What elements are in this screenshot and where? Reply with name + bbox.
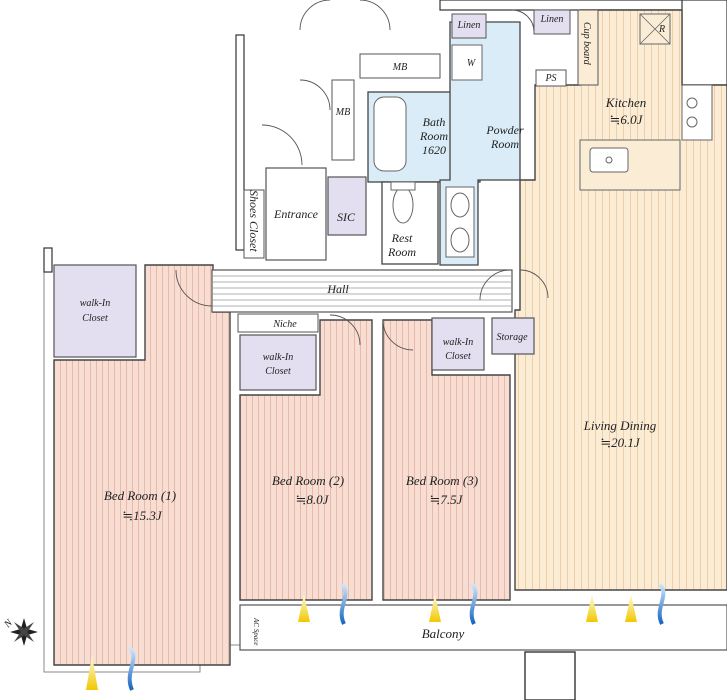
sic-label: SIC (337, 210, 356, 224)
walkin-closet-3-line1: walk-In (443, 337, 474, 348)
bed-room-3-size: ≒7.5J (430, 492, 464, 507)
living-dining-area (514, 9, 727, 591)
ac-space-label: AC Space (252, 617, 260, 645)
linen-1-label: Linen (457, 20, 481, 31)
north-compass-icon (10, 618, 38, 646)
storage-label: Storage (496, 332, 528, 343)
wet-area (367, 21, 521, 266)
hall (211, 269, 513, 333)
kitchen-size: ≒6.0J (610, 112, 644, 127)
bed-room-2-name: Bed Room (2) (272, 473, 344, 488)
powder-name-2: Room (490, 137, 519, 151)
shoes-closet-label: Shoes Closet (247, 190, 261, 252)
entrance-label: Entrance (273, 207, 319, 221)
r-label: R (658, 24, 665, 35)
bed-room-3-name: Bed Room (3) (406, 473, 478, 488)
balcony (239, 604, 727, 651)
bed-room-1-name: Bed Room (1) (104, 488, 176, 503)
rest-name-2: Room (387, 245, 416, 259)
walkin-closet-2-line2: Closet (265, 366, 291, 377)
walkin-closet-2-line1: walk-In (263, 352, 294, 363)
bed-room-2 (239, 319, 373, 601)
walkin-closet-1-line1: walk-In (80, 298, 111, 309)
mb-2-label: MB (335, 107, 350, 118)
window-markers (86, 582, 666, 691)
mb-1-label: MB (392, 62, 407, 73)
room-labels: Kitchen ≒6.0J Living Dining ≒20.1J Bed R… (2, 14, 665, 645)
kitchen-name: Kitchen (605, 95, 646, 110)
bath-name-2: Room (419, 129, 448, 143)
balcony-label: Balcony (422, 626, 465, 641)
wind-icon (469, 582, 478, 625)
niche-label: Niche (272, 319, 297, 330)
bed-room-1-size: ≒15.3J (122, 508, 163, 523)
sun-icon (429, 594, 441, 622)
linen-2-label: Linen (540, 14, 564, 25)
closets (53, 9, 599, 391)
wind-icon (657, 582, 666, 625)
ps-label: PS (544, 73, 556, 84)
wind-icon (127, 646, 136, 691)
walkin-closet-3-line2: Closet (445, 351, 471, 362)
rest-name: Rest (391, 231, 413, 245)
bath-name: Bath (423, 115, 446, 129)
living-dining-size: ≒20.1J (600, 435, 641, 450)
living-dining-name: Living Dining (583, 418, 657, 433)
wind-icon (339, 582, 348, 625)
door-swings (175, 0, 549, 351)
sun-icon (625, 594, 637, 622)
walkin-closet-1-line2: Closet (82, 313, 108, 324)
sun-icon (298, 594, 310, 622)
cupboard-label: Cup board (581, 22, 592, 66)
sun-icon (586, 594, 598, 622)
hall-label: Hall (326, 282, 349, 296)
north-label: N (2, 617, 16, 631)
bed-room-2-size: ≒8.0J (296, 492, 330, 507)
powder-name: Powder (485, 123, 524, 137)
bath-size: 1620 (422, 143, 446, 157)
sun-icon (86, 655, 98, 690)
washer-label: W (467, 58, 477, 69)
entrance (265, 167, 327, 261)
